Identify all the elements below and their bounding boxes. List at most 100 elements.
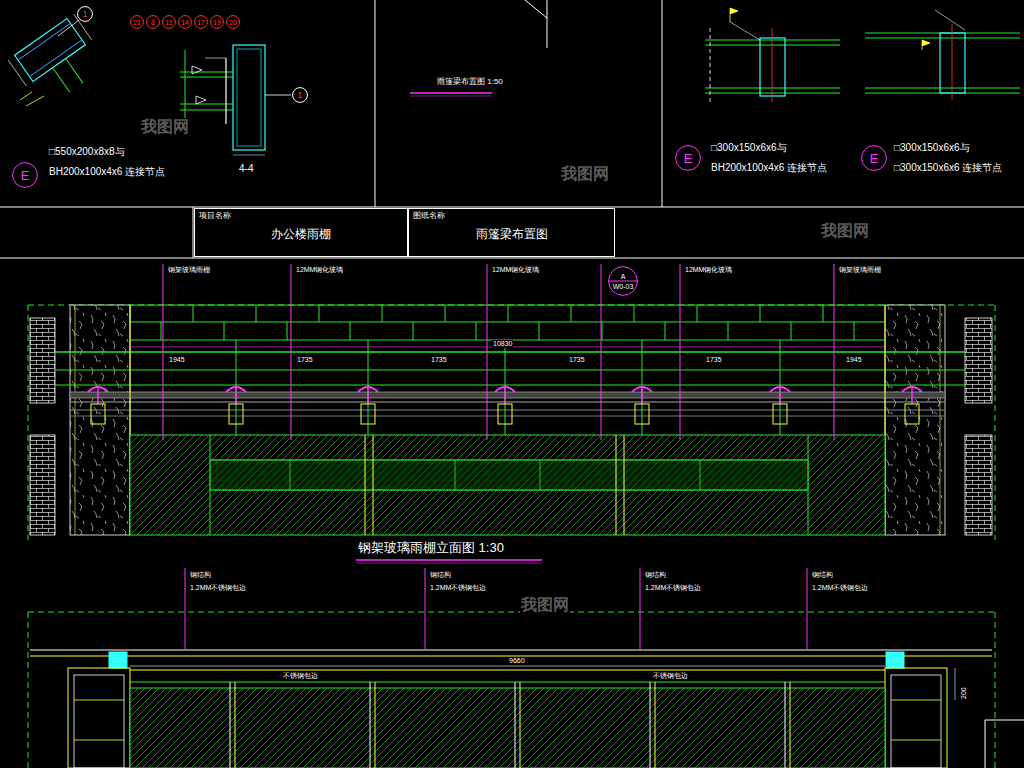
drawing-rect xyxy=(940,33,965,93)
drawing-rect xyxy=(361,404,375,424)
drawing-line xyxy=(515,682,516,768)
drawing-line xyxy=(265,95,291,96)
drawing-line xyxy=(74,740,124,741)
field-value: 雨篷梁布置图 xyxy=(476,228,548,241)
drawing-line xyxy=(70,416,945,417)
callout-text: 20 xyxy=(229,19,237,26)
drawing-line xyxy=(180,72,233,73)
drawing-line xyxy=(370,682,371,768)
drawing-line xyxy=(130,670,885,671)
drawing-line xyxy=(710,28,711,102)
drawing-line xyxy=(779,386,781,404)
drawing-line xyxy=(705,45,840,46)
drawing-path xyxy=(20,92,44,106)
field-label: 项目名称 xyxy=(199,212,231,221)
callout-text: 14 xyxy=(181,19,189,26)
drawing-line xyxy=(640,568,641,650)
drawing-line xyxy=(235,386,237,404)
drawing-path xyxy=(196,96,206,104)
drawing-rect xyxy=(130,688,885,768)
drawing-line xyxy=(256,305,257,322)
drawing-rect xyxy=(635,404,649,424)
watermark: 我图网 xyxy=(820,222,870,240)
joint-detail xyxy=(8,14,109,111)
leader-note: 钢结构 xyxy=(644,571,667,579)
callout-circle: 1 xyxy=(292,87,308,103)
drawing-rect xyxy=(498,404,512,424)
drawing-line xyxy=(665,322,666,340)
drawing-line xyxy=(539,322,540,340)
callout-text: E xyxy=(21,169,30,182)
callout-circle: E xyxy=(675,145,701,171)
dimension-text: 10830 xyxy=(492,340,513,348)
leader-note: 1.2MM不锈钢包边 xyxy=(189,584,247,592)
dimension-text: 1735 xyxy=(296,356,314,364)
drawing-line xyxy=(487,264,488,440)
drawing-line xyxy=(995,305,996,540)
leader-note: 1.2MM不锈钢包边 xyxy=(429,584,487,592)
drawing-line xyxy=(730,22,760,40)
drawing-rect xyxy=(773,404,787,424)
drawing-line xyxy=(382,305,383,322)
callout-text: E xyxy=(870,152,879,165)
drawing-line xyxy=(705,88,840,89)
drawing-line xyxy=(634,305,635,322)
drawing-line xyxy=(705,93,840,94)
drawing-line xyxy=(602,322,603,340)
dimension-text: 1945 xyxy=(168,356,186,364)
watermark: 我图网 xyxy=(560,165,610,183)
drawing-line xyxy=(865,88,1020,89)
drawing-line xyxy=(547,0,548,48)
drawing-line xyxy=(28,305,995,306)
drawing-line xyxy=(180,104,233,105)
watermark: 我图网 xyxy=(520,596,570,614)
drawing-line xyxy=(130,682,885,683)
drawing-rect xyxy=(237,49,261,146)
callout-circle: AW0-03 xyxy=(608,266,638,296)
callout-text: E xyxy=(684,152,693,165)
drawing-line xyxy=(505,340,506,435)
member-spec: □550x200x8x8与 xyxy=(48,146,126,157)
dimension-text: 1735 xyxy=(705,356,723,364)
drawing-rect xyxy=(905,404,919,424)
dimension-text: 1735 xyxy=(568,356,586,364)
drawing-line xyxy=(70,402,945,403)
drawing-rect xyxy=(886,652,904,668)
drawing-line xyxy=(233,155,265,156)
drawing-line xyxy=(180,77,233,78)
drawing-line xyxy=(624,435,625,535)
drawing-rect xyxy=(30,435,55,535)
drawing-line xyxy=(373,435,374,535)
drawing-line xyxy=(520,682,521,768)
drawing-line xyxy=(760,305,761,322)
drawing-line xyxy=(952,24,953,100)
drawing-line xyxy=(697,305,698,322)
drawing-rect xyxy=(233,45,265,150)
leader-note: 12MM钢化玻璃 xyxy=(491,266,540,274)
drawing-rect xyxy=(965,435,992,535)
view-title: 雨篷梁布置图 1:50 xyxy=(436,78,504,87)
callout-circle: 20 xyxy=(226,15,240,29)
drawing-line xyxy=(985,720,1024,721)
drawing-line xyxy=(995,612,996,768)
drawing-line xyxy=(291,264,292,440)
drawing-rect xyxy=(229,404,243,424)
drawing-line xyxy=(504,386,506,404)
section-label: 4-4 xyxy=(238,163,254,174)
callout-circle: 14 xyxy=(178,15,192,29)
drawing-line xyxy=(58,20,79,36)
leader-note: 1.2MM不锈钢包边 xyxy=(811,584,869,592)
drawing-line xyxy=(834,264,835,440)
drawing-line xyxy=(525,0,547,18)
leader-note: 12MM钢化玻璃 xyxy=(684,266,733,274)
drawing-line xyxy=(55,351,965,353)
drawing-line xyxy=(865,38,1020,39)
callout-text: 19 xyxy=(213,19,221,26)
drawing-line xyxy=(356,559,542,561)
title-block-cell: 图纸名称雨篷梁布置图 xyxy=(408,208,615,257)
drawing-line xyxy=(375,0,376,207)
material-note: 不锈钢包边 xyxy=(282,672,319,680)
drawing-line xyxy=(854,322,855,340)
drawing-rect xyxy=(210,460,808,490)
drawing-line xyxy=(410,92,492,94)
